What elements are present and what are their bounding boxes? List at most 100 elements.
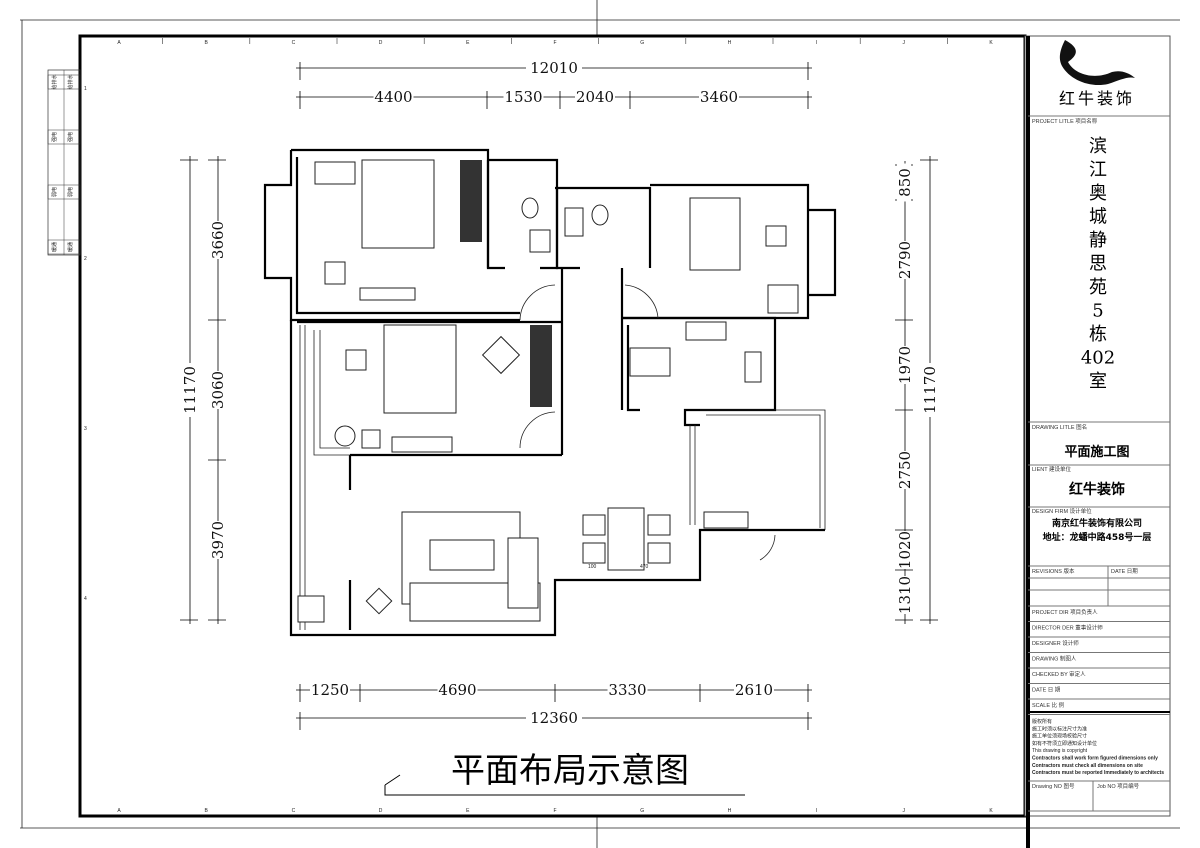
plan-note: 470: [640, 564, 649, 570]
grid-column-label: F: [553, 40, 556, 46]
dimension-total: 12010: [530, 59, 578, 77]
dimension-total: 12360: [530, 709, 578, 727]
title-block-row-label: DRAWING 制图人: [1032, 655, 1077, 663]
title-block-note: 施工时须以标注尺寸为准: [1032, 725, 1087, 732]
design-firm-value: 南京红牛装饰有限公司: [1052, 517, 1142, 529]
grid-column-label: D: [379, 808, 383, 814]
title-block-note: 如有不符须立即通知设计单位: [1032, 740, 1097, 747]
drawing-frame: [78, 34, 1027, 818]
dimension-value: 1970: [896, 346, 914, 384]
grid-column-label: F: [553, 808, 556, 814]
margin-table-label: 给排水: [51, 74, 58, 89]
title-block-row-label: PROJECT DIR 项目负责人: [1032, 608, 1098, 616]
grid-column-label: A: [117, 40, 121, 46]
trim-lines: [20, 0, 1180, 848]
title-block-notes: 版权所有施工时须以标注尺寸为准施工单位须现场校验尺寸如有不符须立即通知设计单位T…: [1032, 718, 1164, 776]
design-firm-address: 地址：龙蟠中路458号一层: [1043, 531, 1152, 543]
margin-table-label: 强电: [67, 132, 74, 142]
dimension-value: 1250: [311, 681, 349, 699]
title-block-note: 施工单位须现场校验尺寸: [1032, 733, 1087, 740]
grid-row-label: 4: [84, 596, 87, 602]
title-block-row-label: DIRECTOR DER 董事设计师: [1032, 624, 1103, 632]
project-title-char: 苑: [1089, 277, 1107, 298]
grid-column-label: J: [903, 808, 906, 814]
project-title-char: 栋: [1089, 324, 1107, 345]
margin-table-cell: [47, 129, 81, 145]
dimension-mask: [897, 241, 911, 279]
project-title-char: 室: [1089, 371, 1107, 392]
grid-column-label: D: [379, 40, 383, 46]
dimension-total: 11170: [181, 366, 199, 414]
drawing-no-label: Drawing NO 图号: [1032, 782, 1075, 790]
dimension-mask: [310, 682, 350, 694]
dimension-mask: [373, 89, 414, 101]
dimension-mask: [734, 682, 774, 694]
dimension-mask: [526, 58, 582, 70]
margin-table-cell: [47, 239, 81, 255]
dimension-value: 3660: [209, 221, 227, 259]
project-title-char: 城: [1089, 207, 1107, 228]
project-title-char: 思: [1089, 254, 1107, 275]
grid-row-label: 1: [84, 86, 87, 92]
margin-table-label: 暖通: [51, 242, 58, 252]
dimension-mask: [210, 521, 224, 559]
dimension-mask: [699, 89, 739, 101]
margin-table-cell: [47, 184, 81, 200]
logo-text: 红牛装饰: [1059, 89, 1135, 108]
project-title-char: 402: [1081, 348, 1115, 369]
left-margin-table: 给排水给排水强电强电弱电弱电暖通暖通: [47, 69, 81, 256]
title-block-note: Contractors shall work form figured dime…: [1032, 756, 1158, 762]
drawing-title: 平面布局示意图: [384, 751, 745, 796]
drawing-title-label: DRAWING LITLE 图名: [1032, 423, 1087, 431]
logo-bull-icon: [1059, 40, 1135, 86]
grid-column-label: I: [816, 40, 817, 46]
project-title-char: 江: [1089, 160, 1107, 181]
project-title-char: 5: [1092, 301, 1103, 322]
grid-column-label: J: [903, 40, 906, 46]
dimension-value: 2790: [896, 241, 914, 279]
grid-column-label: E: [466, 40, 470, 46]
client-label: LIENT 建设单位: [1032, 465, 1072, 473]
dimension-mask: [897, 451, 911, 489]
revisions-label: REVISIONS 版本: [1032, 567, 1075, 575]
dimension-value: 3970: [209, 521, 227, 559]
grid-column-label: E: [466, 808, 470, 814]
date-label: DATE 日期: [1111, 568, 1138, 575]
dimension-value: 2750: [896, 451, 914, 489]
dimension-value: 4690: [438, 681, 476, 699]
grid-column-label: K: [989, 40, 993, 46]
dimension-value: 4400: [374, 88, 412, 106]
dimension-value: 3460: [700, 88, 738, 106]
dimension-mask: [607, 682, 648, 694]
project-title-char: 静: [1089, 230, 1107, 251]
title-block-row-label: DATE 日 期: [1032, 687, 1061, 694]
project-title-char: 滨: [1089, 136, 1107, 157]
dimension-mask: [897, 346, 911, 384]
dimension-value: 1020: [896, 531, 914, 569]
dimension-value: 850: [896, 168, 914, 197]
grid-column-label: B: [205, 808, 209, 814]
title-block-note: This drawing is copyright: [1032, 748, 1088, 754]
drawing-title-text: 平面布局示意图: [451, 751, 689, 791]
dimension-mask: [922, 363, 936, 417]
margin-table-label: 弱电: [67, 187, 74, 197]
project-title-label: PROJECT LITLE 项目名称: [1032, 117, 1098, 125]
project-title-char: 奥: [1089, 183, 1107, 204]
grid-column-label: C: [292, 40, 296, 46]
dimension-mask: [210, 221, 224, 259]
grid-column-label: H: [728, 808, 732, 814]
dimension-mask: [210, 371, 224, 409]
dimension-value: 3330: [608, 681, 646, 699]
dimension-value: 2610: [735, 681, 773, 699]
grid-row-label: 2: [84, 256, 87, 262]
grid-column-label: B: [205, 40, 209, 46]
grid-column-label: H: [728, 40, 732, 46]
dimension-mask: [897, 531, 911, 569]
dimension-mask: [897, 576, 911, 614]
dimension-value: 2040: [576, 88, 614, 106]
job-no-label: Job NO 项目编号: [1097, 782, 1140, 790]
